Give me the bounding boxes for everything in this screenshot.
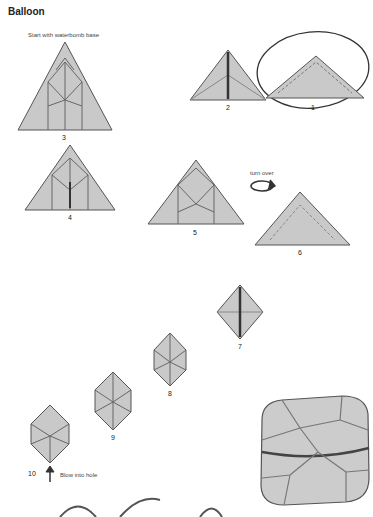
step-7-figure [217, 285, 263, 339]
step-2-figure [190, 50, 266, 100]
step-5-figure [148, 160, 244, 224]
step-number: 10 [28, 470, 36, 478]
step-9-figure [95, 372, 131, 430]
step-10-figure [31, 405, 69, 463]
instruction-note: Blow into hole [60, 472, 97, 479]
blow-arrow [46, 466, 54, 482]
partial-figures [60, 499, 222, 517]
page-title: Balloon [8, 6, 45, 17]
step-number: 5 [193, 229, 197, 237]
step-number: 2 [226, 104, 230, 112]
step-number: 3 [62, 134, 66, 142]
step-3-figure [18, 42, 112, 130]
step-number: 7 [238, 343, 242, 351]
step-4-figure [25, 145, 115, 210]
step-number: 4 [68, 214, 72, 222]
turn-over-note: turn over [250, 170, 274, 177]
finished-balloon [261, 396, 369, 505]
step-8-figure [154, 333, 186, 386]
step-6-figure [255, 192, 350, 245]
step-number: 6 [298, 249, 302, 257]
step-1-figure [253, 26, 372, 113]
turn-over-arrow [251, 180, 275, 191]
step-number: 1 [311, 104, 315, 112]
step-number: 9 [111, 434, 115, 442]
start-note: Start with waterbomb base [28, 32, 99, 39]
step-number: 8 [168, 390, 172, 398]
